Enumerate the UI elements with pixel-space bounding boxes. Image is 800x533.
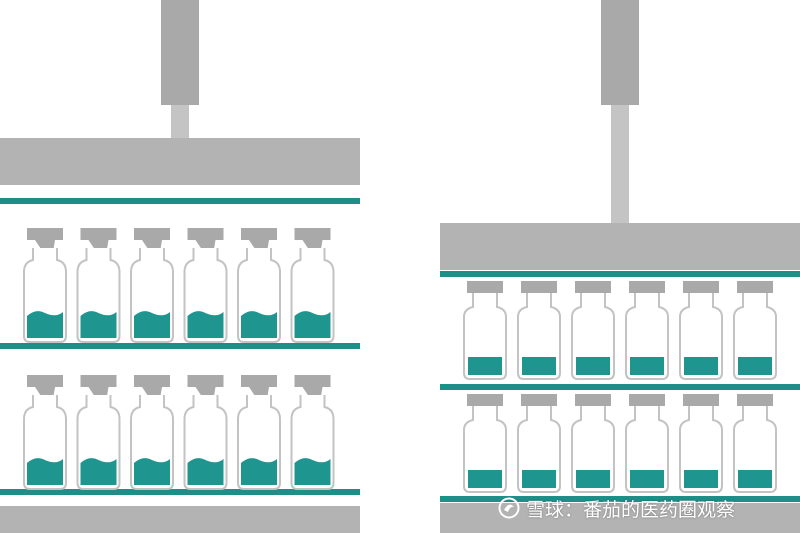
vial-row <box>463 394 777 493</box>
vial-liquid <box>241 311 277 338</box>
vial-liquid <box>241 458 277 485</box>
stopper-cap <box>737 281 773 293</box>
vial <box>463 394 507 493</box>
vial-liquid <box>522 470 556 488</box>
vial-liquid <box>187 458 224 485</box>
stopper-cap <box>521 394 557 406</box>
stopper-cap <box>241 375 277 387</box>
vial-liquid <box>684 357 718 375</box>
stopper-cap <box>134 375 170 387</box>
vial-liquid <box>576 470 610 488</box>
vial <box>733 394 777 493</box>
stopper-cap <box>629 394 665 406</box>
watermark-text: 雪球：番茄的医药圈观察 <box>526 498 736 521</box>
stopper-cap <box>80 375 117 387</box>
vial <box>237 375 281 490</box>
shelf <box>440 496 800 502</box>
vial <box>76 228 121 343</box>
shelf <box>440 271 800 277</box>
vial <box>290 375 335 490</box>
panel-pressed <box>440 0 800 533</box>
stopper-cap <box>575 394 611 406</box>
vial-liquid <box>187 311 224 338</box>
vial <box>679 394 723 493</box>
stopper-cap <box>27 228 63 240</box>
vial-row <box>463 281 777 380</box>
vial <box>625 281 669 380</box>
shelf <box>0 343 360 349</box>
stopper-cap <box>27 375 63 387</box>
press-rod <box>611 105 629 223</box>
vial-liquid <box>27 311 63 338</box>
vial-liquid <box>134 311 170 338</box>
vial-liquid <box>27 458 63 485</box>
stopper-cap <box>80 228 117 240</box>
vial-row <box>23 375 335 490</box>
vial <box>290 228 335 343</box>
vial-liquid <box>294 311 331 338</box>
stopper-cap <box>521 281 557 293</box>
press-plate <box>0 138 360 185</box>
press-cylinder <box>601 0 639 105</box>
vial-liquid <box>738 470 772 488</box>
press-plate <box>440 223 800 270</box>
shelf <box>440 384 800 390</box>
vial-row <box>23 228 335 343</box>
stopper-cap <box>575 281 611 293</box>
vial-liquid <box>738 357 772 375</box>
stopper-cap <box>467 281 503 293</box>
shelf <box>0 489 360 495</box>
stopper-cap <box>187 375 224 387</box>
vial-liquid <box>522 357 556 375</box>
base-plate <box>0 506 360 533</box>
stopper-cap <box>187 228 224 240</box>
stopper-cap <box>683 281 719 293</box>
vial <box>625 394 669 493</box>
vial-liquid <box>134 458 170 485</box>
vial <box>517 394 561 493</box>
press-cylinder <box>161 0 199 105</box>
vial <box>517 281 561 380</box>
vial <box>76 375 121 490</box>
watermark: 雪球：番茄的医药圈观察 <box>498 494 735 522</box>
vial-liquid <box>468 470 502 488</box>
vial <box>23 375 67 490</box>
vial-liquid <box>684 470 718 488</box>
stopper-cap <box>737 394 773 406</box>
stopper-cap <box>467 394 503 406</box>
vial-liquid <box>630 470 664 488</box>
vial-liquid <box>294 458 331 485</box>
vial <box>571 394 615 493</box>
vial-liquid <box>80 458 117 485</box>
vial-liquid <box>576 357 610 375</box>
stopper-cap <box>134 228 170 240</box>
stopper-cap <box>629 281 665 293</box>
vial <box>463 281 507 380</box>
vial <box>679 281 723 380</box>
vial <box>183 375 228 490</box>
vial <box>23 228 67 343</box>
panel-open <box>0 0 360 533</box>
stopper-cap <box>683 394 719 406</box>
vial-liquid <box>468 357 502 375</box>
stopper-cap <box>294 375 331 387</box>
vial <box>130 375 174 490</box>
vial-liquid <box>80 311 117 338</box>
shelf <box>0 198 360 204</box>
press-rod <box>171 105 189 138</box>
vial <box>237 228 281 343</box>
vial <box>130 228 174 343</box>
stopper-cap <box>294 228 331 240</box>
vial <box>571 281 615 380</box>
vial <box>733 281 777 380</box>
vial-liquid <box>630 357 664 375</box>
stopper-cap <box>241 228 277 240</box>
snowball-logo-icon <box>498 497 520 519</box>
vial <box>183 228 228 343</box>
